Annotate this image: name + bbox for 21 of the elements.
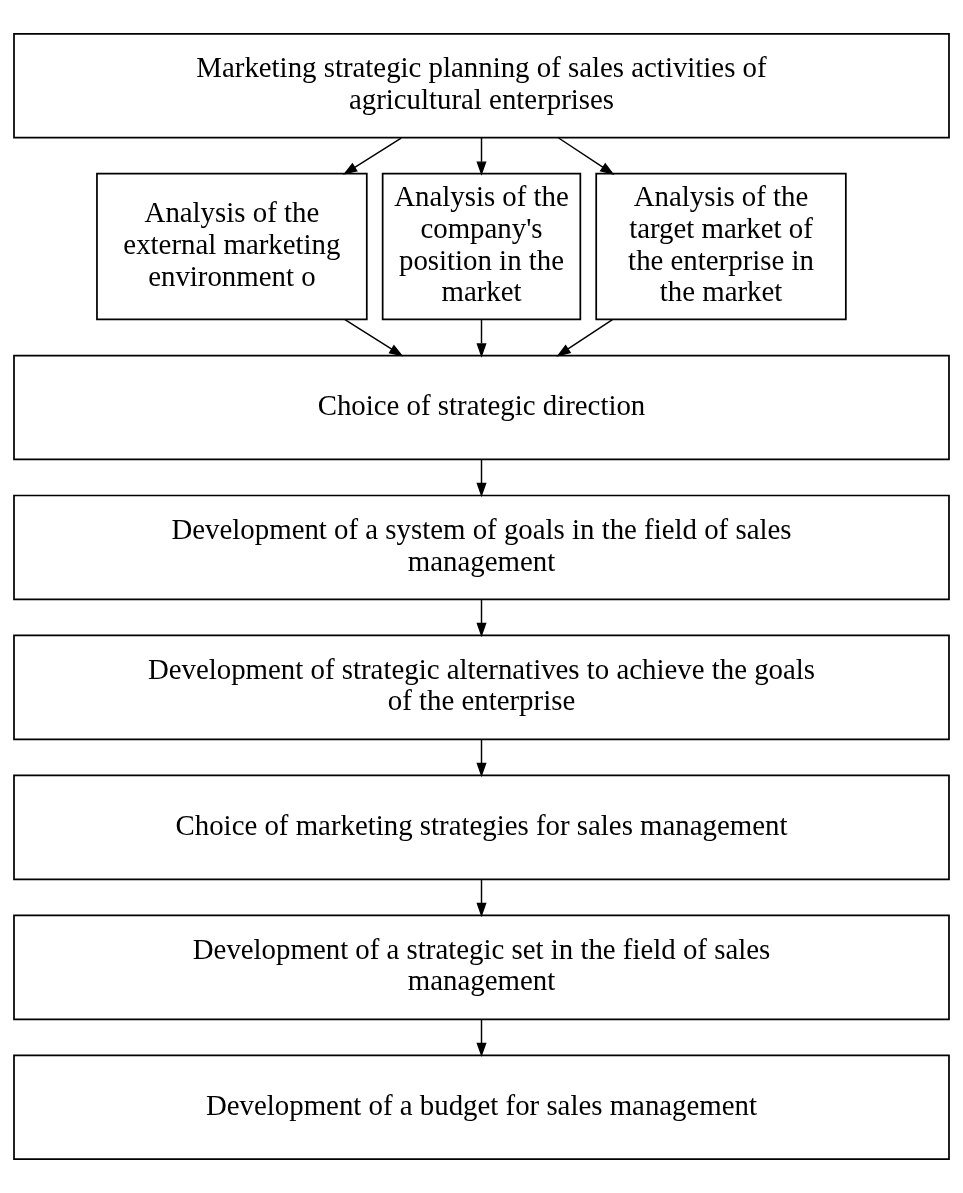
node-box: Choice of strategic direction <box>13 354 950 461</box>
node-box: Analysis of the target market of the enterprise in the market <box>595 172 847 321</box>
node-box: Analysis of the external marketing environment o <box>96 172 368 321</box>
arrow <box>476 458 487 498</box>
arrow <box>557 137 615 175</box>
node-box: Development of a strategic set in the field of sales management <box>13 914 950 1021</box>
arrow <box>476 878 487 918</box>
arrow <box>344 318 404 357</box>
node-box: Choice of marketing strategies for sales management <box>13 774 950 881</box>
node-box: Development of a system of goals in the field of sales management <box>13 494 950 601</box>
node-box: Analysis of the company's position in the market <box>381 172 582 321</box>
node-box: Marketing strategic planning of sales activities of agricultural enterprises <box>13 32 950 139</box>
arrow <box>476 738 487 778</box>
arrow <box>476 598 487 638</box>
arrow <box>556 318 614 357</box>
arrow <box>342 137 402 175</box>
arrow <box>476 318 487 358</box>
arrow <box>476 137 487 176</box>
node-box: Development of strategic alternatives to achieve the goals of the enterprise <box>13 634 950 741</box>
node-box: Development of a budget for sales management <box>13 1054 950 1161</box>
arrow <box>476 1018 487 1058</box>
